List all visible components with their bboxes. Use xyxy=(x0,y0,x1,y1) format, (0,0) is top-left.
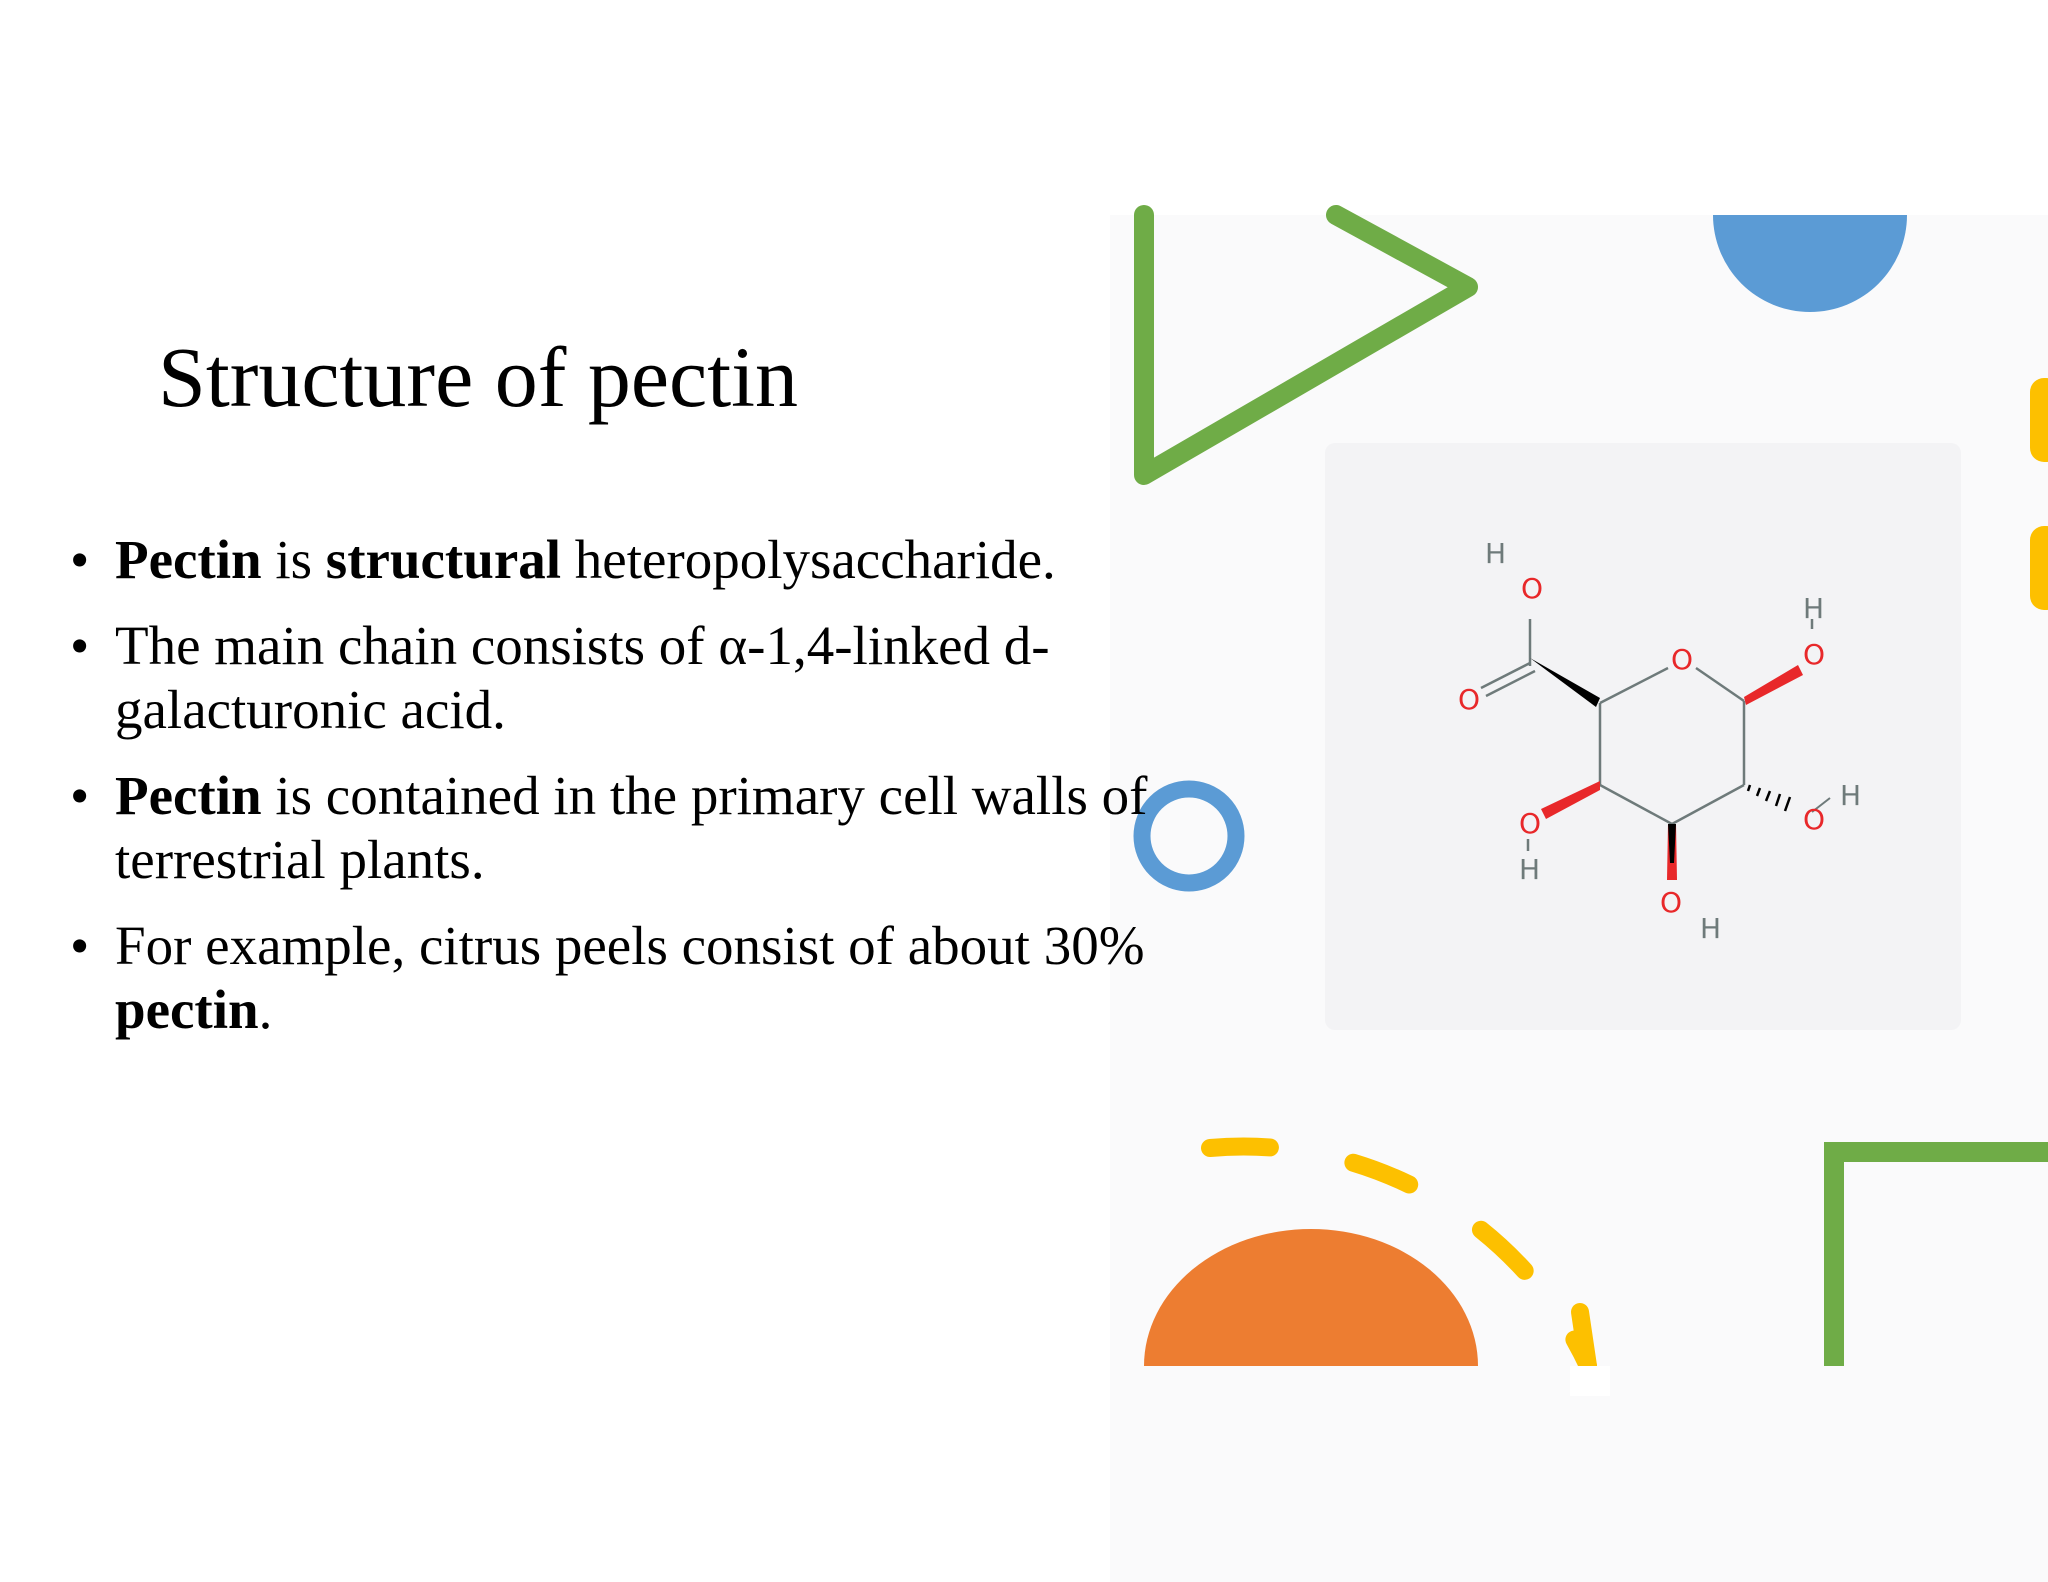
wedge-bond xyxy=(1541,781,1600,819)
oxygen-label: O xyxy=(1519,807,1541,840)
molecule-image: H O O O H O O H O H O H xyxy=(1325,443,1961,1030)
blue-ring xyxy=(1133,780,1245,892)
ring-bonds xyxy=(1480,619,1814,851)
oxygen-label: O xyxy=(1803,638,1825,671)
hashed-bond xyxy=(1746,784,1792,812)
bullet-text: . xyxy=(258,979,273,1040)
bullet-item: • Pectin is contained in the primary cell… xyxy=(70,764,1160,892)
bullet-marker: • xyxy=(70,529,90,590)
bullet-marker: • xyxy=(70,615,90,676)
wedge-bond xyxy=(1744,665,1803,705)
green-corner xyxy=(1824,1142,2048,1366)
bullet-text: is xyxy=(261,529,326,590)
hydrogen-label: H xyxy=(1700,912,1721,945)
hydrogen-label: H xyxy=(1485,537,1506,570)
slide-title: Structure of pectin xyxy=(158,329,799,425)
hydrogen-label: H xyxy=(1803,592,1824,625)
bold-text: pectin xyxy=(115,979,259,1040)
bullet-item: • Pectin is structural heteropolysacchari… xyxy=(70,528,1160,592)
yellow-dash xyxy=(1571,1303,1597,1375)
wedge-bond xyxy=(1530,658,1600,707)
bold-text: structural xyxy=(325,529,562,590)
galacturonic-acid-structure: H O O O H O O H O H O H xyxy=(1458,537,1861,945)
triangle-shape xyxy=(1134,205,1478,485)
bullet-marker: • xyxy=(70,765,90,826)
hydrogen-label: H xyxy=(1519,853,1540,886)
bullet-item: • The main chain consists of α-1,4-linke… xyxy=(70,614,1160,742)
yellow-dash xyxy=(2030,526,2048,610)
yellow-dash xyxy=(2030,378,2048,462)
bullet-list: • Pectin is structural heteropolysacchari… xyxy=(70,528,1160,1064)
bold-text: Pectin xyxy=(115,765,262,826)
yellow-dashed-arc xyxy=(1201,1137,1597,1375)
bullet-text: For example, citrus peels consist of abo… xyxy=(115,915,1145,976)
bullet-text: The main chain consists of α-1,4-linked … xyxy=(115,615,1050,740)
oxygen-label: O xyxy=(1458,683,1480,716)
bold-text: Pectin xyxy=(115,529,262,590)
wedge-bond xyxy=(1668,824,1676,863)
bullet-marker: • xyxy=(70,915,90,976)
blue-half-circle xyxy=(1713,215,1907,312)
oxygen-label: O xyxy=(1671,643,1693,676)
oxygen-label: O xyxy=(1660,886,1682,919)
orange-half-circle xyxy=(1144,1229,1478,1366)
bullet-text: heteropolysaccharide. xyxy=(561,529,1056,590)
oxygen-label: O xyxy=(1521,572,1543,605)
bullet-item: • For example, citrus peels consist of a… xyxy=(70,914,1160,1042)
hydrogen-label: H xyxy=(1840,779,1861,812)
bullet-text: is contained in the primary cell walls o… xyxy=(115,765,1148,890)
oxygen-label: O xyxy=(1803,803,1825,836)
